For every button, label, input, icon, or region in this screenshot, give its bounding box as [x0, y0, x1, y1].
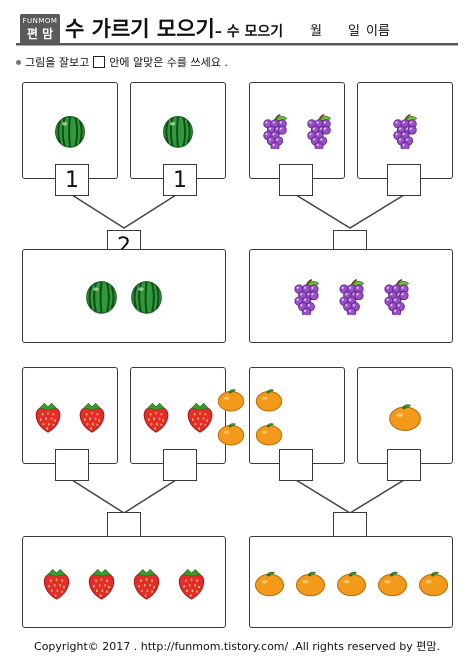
problem-1-total-box — [22, 249, 226, 343]
logo-bottom-text: 편 맘 — [26, 27, 54, 41]
header-rule-light — [16, 45, 458, 46]
month-label: 월 — [310, 24, 322, 39]
grapes-icon — [263, 113, 288, 149]
watermelon-icon — [163, 115, 193, 148]
problem-4-right-answer[interactable] — [387, 449, 421, 481]
problem-3-right-box — [130, 367, 226, 464]
problem-2-left-box — [249, 82, 345, 179]
tangerine-icon — [336, 571, 366, 596]
problem-4-left-box — [217, 367, 345, 464]
bullet-icon — [16, 59, 21, 65]
problem-3-left-answer[interactable] — [55, 449, 89, 481]
instruction-after: 안에 알맞은 수를 쓰세요 . — [109, 56, 228, 69]
copyright-footer: Copyright© 2017 . http://funmom.tistory.… — [34, 640, 440, 653]
tangerine-icon — [255, 422, 283, 445]
fruit-group — [250, 83, 344, 178]
answer-box-icon — [93, 56, 106, 68]
logo-top-text: FUNMOM — [22, 17, 58, 25]
day-label: 일 — [348, 24, 360, 39]
fruit-group — [131, 368, 225, 463]
fruit-group — [23, 368, 117, 463]
fruit-group — [23, 250, 225, 342]
strawberry-icon — [143, 402, 169, 433]
problem-1-right-answer[interactable]: 1 — [163, 164, 197, 196]
fruit-group — [358, 83, 452, 178]
instruction-before: 그림을 잘보고 — [25, 56, 90, 69]
grapes-icon — [307, 113, 332, 149]
grapes-icon — [293, 278, 319, 315]
tangerine-icon — [418, 571, 448, 596]
fruit-group — [250, 537, 452, 627]
tangerine-icon — [217, 422, 245, 445]
strawberry-icon — [43, 568, 70, 600]
tangerine-icon — [254, 571, 284, 596]
strawberry-icon — [187, 402, 213, 433]
tangerine-icon — [377, 571, 407, 596]
problem-2-left-answer[interactable] — [279, 164, 313, 196]
fruit-group — [358, 368, 452, 463]
tangerine-icon — [217, 388, 245, 411]
header-rule — [16, 43, 458, 45]
fruit-group — [212, 368, 288, 463]
instruction-line: 그림을 잘보고 안에 알맞은 수를 쓰세요 . — [16, 54, 228, 70]
worksheet-title: 수 가르기 모으기– 수 모으기 — [65, 14, 283, 47]
title-main: 수 가르기 모으기 — [65, 17, 215, 41]
problem-4-total-box — [249, 536, 453, 628]
problem-3-left-box — [22, 367, 118, 464]
grapes-icon — [338, 278, 364, 315]
problem-1-right-box — [130, 82, 226, 179]
problem-2-right-box — [357, 82, 453, 179]
fruit-group — [131, 83, 225, 178]
fruit-group — [250, 250, 452, 342]
fruit-group — [23, 83, 117, 178]
strawberry-icon — [133, 568, 160, 600]
grapes-icon — [383, 278, 409, 315]
grapes-icon — [393, 113, 418, 149]
tangerine-icon — [255, 388, 283, 411]
problem-3-right-answer[interactable] — [163, 449, 197, 481]
problem-2-total-box — [249, 249, 453, 343]
problem-4-left-answer[interactable] — [279, 449, 313, 481]
strawberry-icon — [88, 568, 115, 600]
problem-1-left-box — [22, 82, 118, 179]
fruit-group — [23, 537, 225, 627]
title-subtitle: – 수 모으기 — [214, 24, 284, 40]
tangerine-icon — [295, 571, 325, 596]
problem-2-right-answer[interactable] — [387, 164, 421, 196]
strawberry-icon — [178, 568, 205, 600]
problem-3-total-box — [22, 536, 226, 628]
strawberry-icon — [35, 402, 61, 433]
problem-1-left-answer[interactable]: 1 — [55, 164, 89, 196]
watermelon-icon — [55, 115, 85, 148]
watermelon-icon — [131, 280, 162, 314]
problem-4-right-box — [357, 367, 453, 464]
tangerine-icon — [389, 403, 421, 431]
name-label: 이름 — [366, 24, 390, 39]
funmom-logo: FUNMOM 편 맘 — [20, 14, 60, 44]
strawberry-icon — [79, 402, 105, 433]
watermelon-icon — [86, 280, 117, 314]
